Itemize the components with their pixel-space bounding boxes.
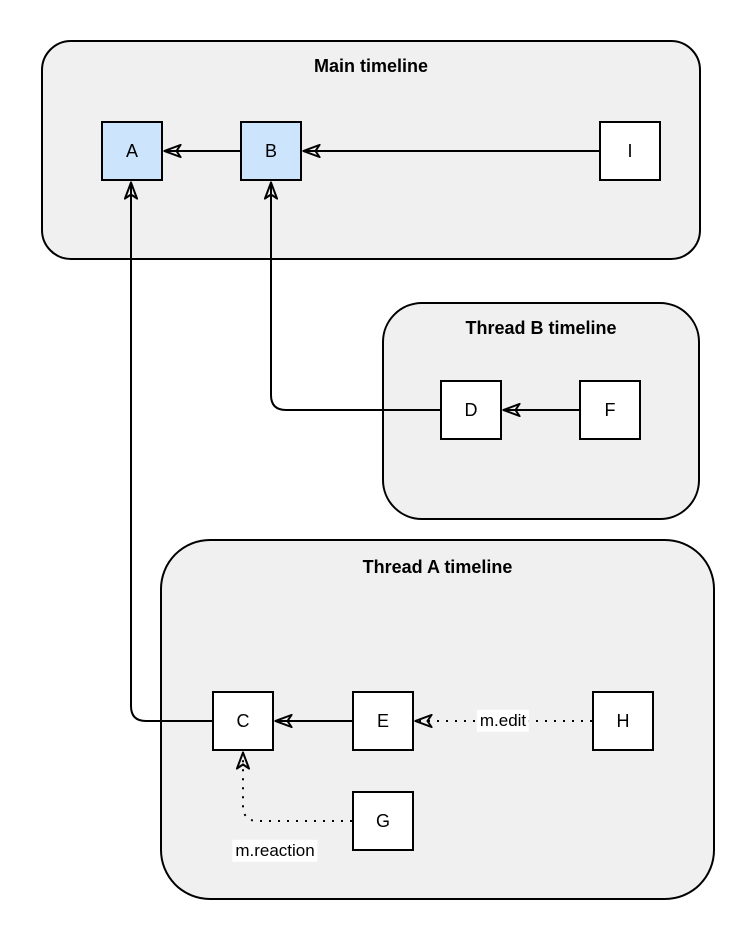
node-D: D (440, 380, 502, 440)
container-title-thread-a-timeline: Thread A timeline (362, 557, 513, 577)
container-title-main-timeline: Main timeline (313, 56, 429, 76)
node-G: G (352, 791, 414, 851)
node-B: B (240, 121, 302, 181)
node-I: I (599, 121, 661, 181)
container-title-thread-b-timeline: Thread B timeline (465, 318, 617, 338)
node-H: H (592, 691, 654, 751)
node-A: A (101, 121, 163, 181)
node-F: F (579, 380, 641, 440)
edge-label-m-reaction: m.reaction (232, 839, 318, 863)
container-thread-b-timeline: Thread B timeline (382, 302, 700, 520)
node-E: E (352, 691, 414, 751)
node-C: C (212, 691, 274, 751)
edge-label-m-edit: m.edit (476, 709, 530, 733)
